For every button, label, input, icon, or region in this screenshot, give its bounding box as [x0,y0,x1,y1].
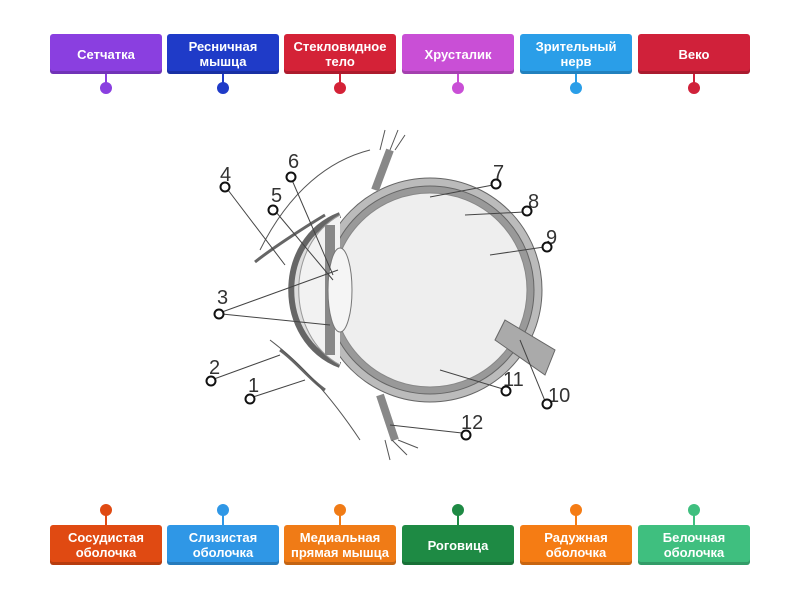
drop-target-7[interactable] [490,178,502,190]
drop-target-9[interactable] [541,241,553,253]
pin-stem [105,74,107,86]
label-top_labels-1[interactable]: Ресничная мышца [167,34,279,74]
diagram-number-3: 3 [217,287,228,309]
drop-target-10[interactable] [541,398,553,410]
drop-target-4[interactable] [219,181,231,193]
pin-dot[interactable] [100,82,112,94]
pin-dot[interactable] [100,504,112,516]
drop-target-8[interactable] [521,205,533,217]
pin-stem [339,74,341,86]
label-top_labels-2[interactable]: Стекловидное тело [284,34,396,74]
label-bottom_labels-3[interactable]: Роговица [402,525,514,565]
label-top_labels-0[interactable]: Сетчатка [50,34,162,74]
label-bottom_labels-2[interactable]: Медиальная прямая мышца [284,525,396,565]
diagram-number-4: 4 [220,164,231,186]
pin-stem [693,74,695,86]
drop-target-5[interactable] [267,204,279,216]
diagram-number-6: 6 [288,151,299,173]
diagram-number-8: 8 [528,191,539,213]
diagram-number-10: 10 [548,385,570,407]
pin-dot[interactable] [334,504,346,516]
drop-target-12[interactable] [460,429,472,441]
drop-target-6[interactable] [285,171,297,183]
label-bottom_labels-5[interactable]: Белочная оболочка [638,525,750,565]
pin-dot[interactable] [570,504,582,516]
pin-stem [575,74,577,86]
pin-stem [105,513,107,525]
pin-stem [457,74,459,86]
pin-stem [693,513,695,525]
pin-dot[interactable] [570,82,582,94]
label-bottom_labels-0[interactable]: Сосудистая оболочка [50,525,162,565]
pin-stem [339,513,341,525]
pin-dot[interactable] [452,504,464,516]
label-top_labels-3[interactable]: Хрусталик [402,34,514,74]
pin-stem [575,513,577,525]
label-bottom_labels-4[interactable]: Радужная оболочка [520,525,632,565]
diagram-number-1: 1 [248,375,259,397]
drop-target-3[interactable] [213,308,225,320]
diagram-number-9: 9 [546,227,557,249]
diagram-number-5: 5 [271,185,282,207]
label-top_labels-4[interactable]: Зрительный нерв [520,34,632,74]
drop-target-11[interactable] [500,385,512,397]
pin-stem [457,513,459,525]
label-top_labels-5[interactable]: Веко [638,34,750,74]
pin-dot[interactable] [688,82,700,94]
diagram-number-7: 7 [493,162,504,184]
drop-target-1[interactable] [244,393,256,405]
diagram-number-2: 2 [209,357,220,379]
pin-dot[interactable] [688,504,700,516]
label-bottom_labels-1[interactable]: Слизистая оболочка [167,525,279,565]
pin-stem [222,513,224,525]
diagram-number-12: 12 [461,412,483,434]
pin-dot[interactable] [334,82,346,94]
diagram-number-11: 11 [503,369,524,391]
drop-target-2[interactable] [205,375,217,387]
pin-dot[interactable] [217,82,229,94]
pin-stem [222,74,224,86]
pin-dot[interactable] [452,82,464,94]
pin-dot[interactable] [217,504,229,516]
